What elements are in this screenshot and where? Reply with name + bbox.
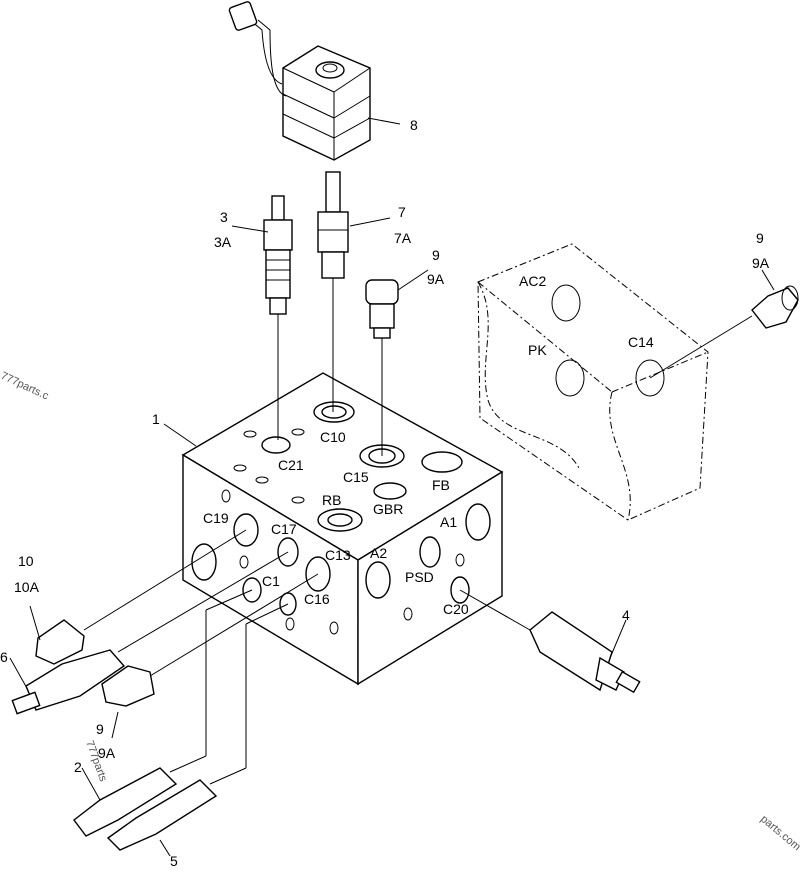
label-psd: PSD: [405, 569, 434, 585]
label-a1: A1: [440, 514, 457, 530]
callout-9-bottom: 9: [96, 721, 104, 737]
label-ac2: AC2: [519, 273, 546, 289]
cartridge-2: [73, 589, 253, 837]
callout-9a-top: 9A: [427, 271, 445, 287]
cartridge-7: [317, 171, 349, 412]
cartridge-6: [11, 551, 289, 715]
cartridge-5: [106, 603, 289, 851]
callout-9-right: 9: [756, 230, 764, 246]
watermark-left: 777parts.c: [0, 370, 51, 403]
label-c21: C21: [278, 457, 304, 473]
callout-9a-right: 9A: [752, 255, 770, 271]
callout-10: 10: [18, 553, 34, 569]
label-fb: FB: [432, 477, 450, 493]
callout-3: 3: [220, 209, 228, 225]
callout-10a: 10A: [14, 579, 40, 595]
plug-9-bottom: [101, 573, 319, 707]
cartridge-4: [459, 589, 641, 694]
plug-9-right: [649, 285, 799, 379]
callout-3a: 3A: [214, 234, 232, 250]
callout-2: 2: [74, 759, 82, 775]
cartridge-3: [263, 195, 293, 440]
label-pk: PK: [528, 342, 547, 358]
label-c16: C16: [304, 591, 330, 607]
callout-9a-bottom: 9A: [98, 745, 116, 761]
callout-7: 7: [398, 204, 406, 220]
label-rb: RB: [322, 492, 341, 508]
callout-5: 5: [170, 853, 178, 869]
plug-10: [35, 529, 247, 665]
callout-4: 4: [622, 607, 630, 623]
label-c20: C20: [443, 601, 469, 617]
plug-9-top: [365, 279, 399, 456]
label-c1: C1: [262, 573, 280, 589]
label-c14: C14: [628, 334, 654, 350]
callout-1: 1: [152, 411, 160, 427]
leader-lines: [9, 117, 775, 857]
label-c10: C10: [320, 429, 346, 445]
callout-6: 6: [0, 649, 8, 665]
label-c13: C13: [325, 547, 351, 563]
callout-9-top: 9: [432, 247, 440, 263]
watermark-right: parts.com: [758, 813, 800, 853]
solenoid-coil: [228, 1, 371, 161]
label-a2: A2: [370, 545, 387, 561]
label-c15: C15: [343, 469, 369, 485]
callout-8: 8: [410, 117, 418, 133]
label-c19: C19: [203, 510, 229, 526]
label-c17: C17: [271, 521, 297, 537]
callout-7a: 7A: [394, 230, 412, 246]
label-gbr: GBR: [373, 501, 403, 517]
detail-view-dashed-box: [477, 243, 709, 521]
